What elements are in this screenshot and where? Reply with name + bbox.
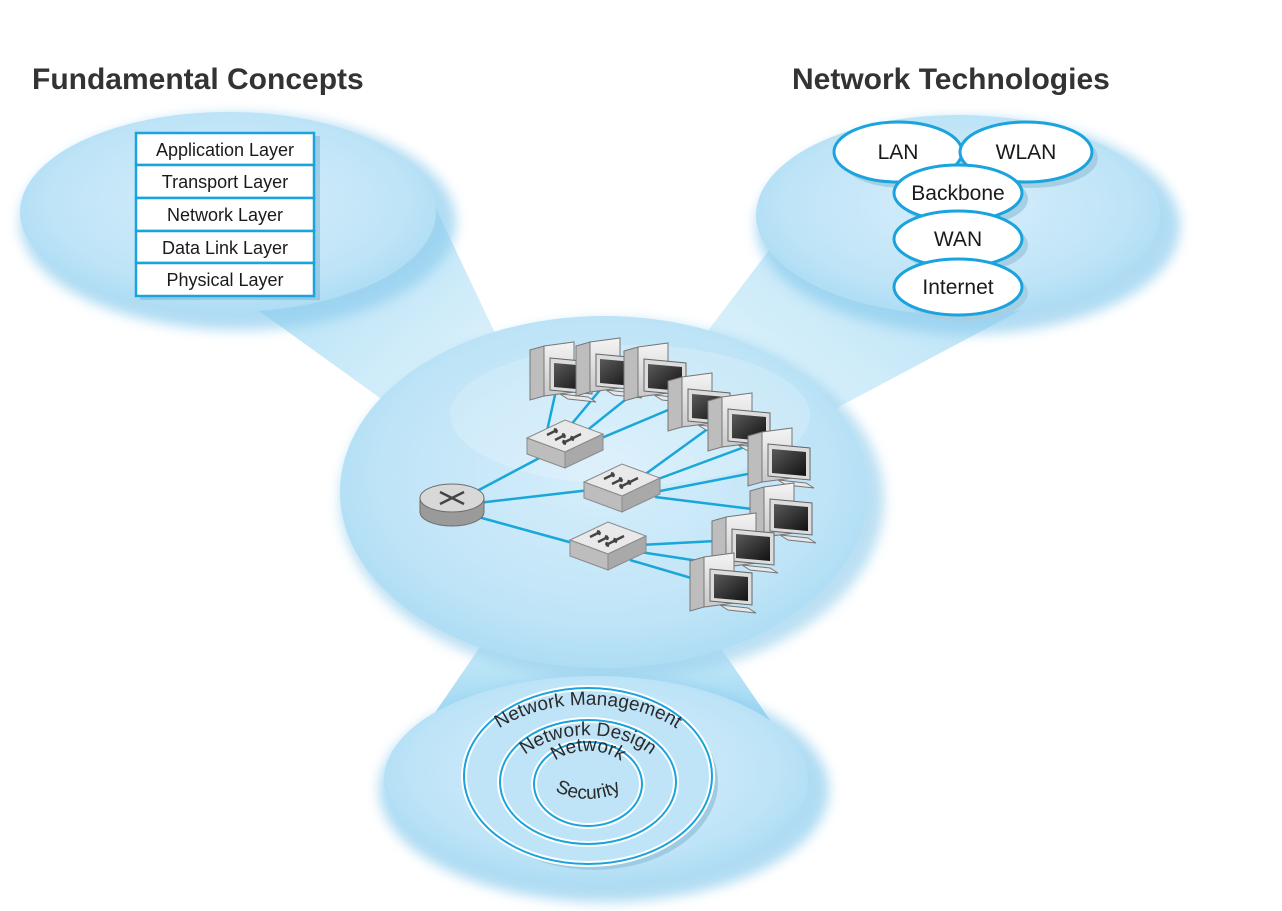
layer-label: Data Link Layer <box>162 238 288 258</box>
tech-label: WAN <box>934 228 982 251</box>
tech-label: WLAN <box>996 141 1057 164</box>
tech-label: Internet <box>922 276 993 299</box>
layer-label: Physical Layer <box>166 270 283 290</box>
layer-box-transport: Transport Layer <box>134 163 316 200</box>
technology-cluster: LAN WLAN Backbone WAN Internet <box>832 120 1098 321</box>
network-technologies-heading: Network Technologies <box>792 63 1110 96</box>
layer-box-physical: Physical Layer <box>134 261 316 298</box>
layer-label: Application Layer <box>156 140 294 160</box>
tech-label: Backbone <box>911 182 1004 205</box>
layer-stack: Application Layer Transport Layer Networ… <box>134 131 320 300</box>
security-rings: Network Management Network Design Networ… <box>461 685 718 870</box>
tech-wan: WAN <box>892 209 1028 273</box>
tech-internet: Internet <box>892 257 1028 321</box>
layer-box-data-link: Data Link Layer <box>134 229 316 265</box>
layer-box-application: Application Layer <box>134 131 316 167</box>
layer-label: Transport Layer <box>162 172 288 192</box>
tech-label: LAN <box>878 141 919 164</box>
layer-label: Network Layer <box>167 205 283 225</box>
fundamental-concepts-heading: Fundamental Concepts <box>32 63 364 96</box>
layer-box-network: Network Layer <box>134 196 316 233</box>
tech-wlan: WLAN <box>958 120 1098 188</box>
router-icon <box>419 483 485 527</box>
